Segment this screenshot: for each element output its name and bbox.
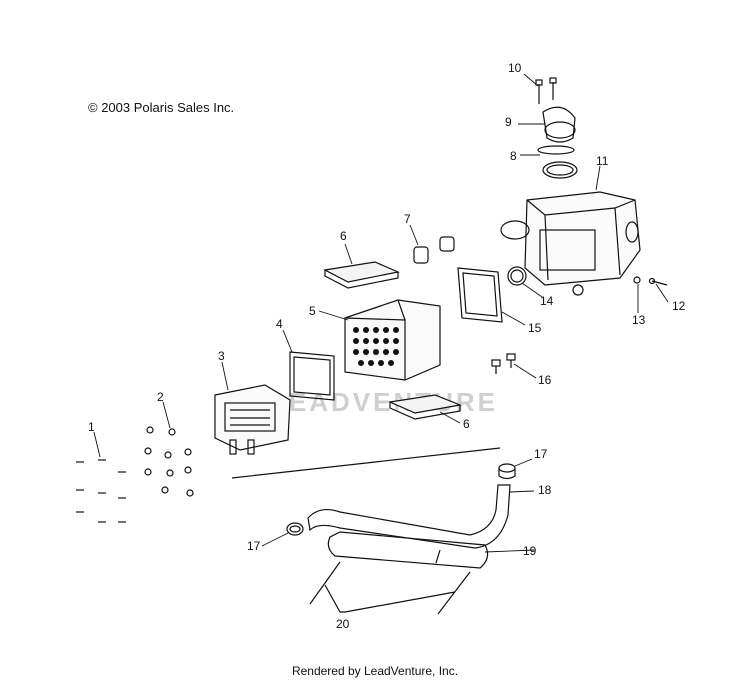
callout-14: 14 [540, 294, 554, 308]
callout-6-lower: 6 [463, 417, 470, 431]
nuts-part-2[interactable] [144, 426, 194, 497]
filter-pad-part-6-upper[interactable] [323, 261, 400, 289]
callout-7: 7 [404, 212, 411, 226]
callout-17-upper: 17 [534, 447, 548, 461]
callout-2: 2 [157, 390, 164, 404]
callout-6-upper: 6 [340, 229, 347, 243]
gasket-part-4[interactable] [289, 351, 335, 401]
filter-pad-part-6-lower[interactable] [387, 394, 463, 420]
callout-18: 18 [538, 483, 552, 497]
callout-leaders [93, 73, 669, 553]
callout-9: 9 [505, 115, 512, 129]
airbox-part-11[interactable] [500, 191, 641, 296]
filter-box-part-5[interactable] [344, 299, 441, 381]
leader-line [231, 447, 501, 479]
screw-part-12[interactable] [648, 277, 668, 286]
elbow-part-9[interactable] [542, 106, 576, 143]
bolt-part-10[interactable] [535, 77, 557, 104]
coupling-part-17-upper[interactable] [498, 463, 516, 480]
callout-13: 13 [632, 313, 646, 327]
coupling-part-17-lower[interactable] [286, 522, 304, 536]
callout-10: 10 [508, 61, 522, 75]
callout-8: 8 [510, 149, 517, 163]
callout-5: 5 [309, 304, 316, 318]
callout-4: 4 [276, 317, 283, 331]
callout-12: 12 [672, 299, 686, 313]
callout-19: 19 [523, 544, 537, 558]
callout-16: 16 [538, 373, 552, 387]
washer-part-13[interactable] [633, 276, 641, 284]
tube-part-19[interactable] [327, 531, 489, 569]
callout-20: 20 [336, 617, 350, 631]
callout-11: 11 [596, 154, 609, 168]
grommet-part-7[interactable] [413, 236, 455, 264]
footer-credit: Rendered by LeadVenture, Inc. [291, 664, 459, 678]
cable-ties-part-20[interactable] [309, 561, 471, 615]
copyright-notice: © 2003 Polaris Sales Inc. [88, 100, 235, 115]
gasket-part-15[interactable] [457, 267, 503, 323]
rings-part-8[interactable] [537, 145, 578, 179]
callout-17-lower: 17 [247, 539, 261, 553]
hose-part-18[interactable] [307, 484, 511, 549]
screws-part-16[interactable] [491, 353, 516, 374]
callout-15: 15 [528, 321, 542, 335]
bolts-part-1[interactable] [76, 459, 126, 523]
callout-1: 1 [88, 420, 95, 434]
o-ring-part-14[interactable] [507, 266, 527, 286]
plate-part-3[interactable] [214, 384, 291, 455]
callout-3: 3 [218, 349, 225, 363]
